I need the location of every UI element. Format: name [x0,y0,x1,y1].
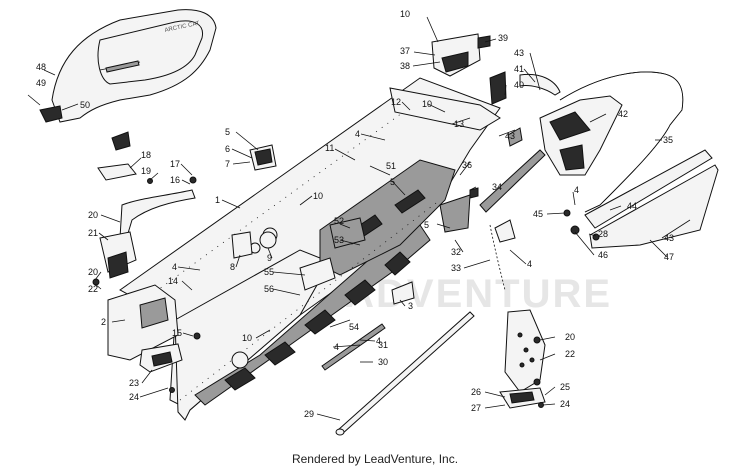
callout-43-mid: 43 [505,131,515,141]
part-9 [259,231,277,249]
callout-33: 33 [451,263,461,273]
part-41 [519,73,561,96]
part-55 [299,257,336,291]
callout-4-bottom: 4 [376,336,381,346]
callout-29: 29 [304,409,314,419]
callout-25: 25 [560,382,570,392]
callout-32: 32 [451,247,461,257]
callout-labels: 48 49 50 18 17 19 16 20 21 20 22 14 2 15… [36,9,674,419]
lower-parts [321,281,546,436]
callout-54: 54 [349,322,359,332]
callout-8: 8 [230,262,235,272]
leader-lines [27,16,691,421]
part-52 [329,217,366,249]
callout-45: 45 [533,209,543,219]
callout-9: 9 [267,253,272,263]
callout-21: 21 [88,228,98,238]
callout-12: 12 [391,97,401,107]
part-8 [231,231,253,259]
callout-1: 1 [215,195,220,205]
callout-28: 28 [598,229,608,239]
rear-parts [431,33,719,291]
callout-34: 34 [492,182,502,192]
seat-part: ARCTIC CAT [39,9,217,151]
callout-5-right: 5 [424,220,429,230]
callout-43-top: 43 [514,48,524,58]
callout-55: 55 [264,267,274,277]
callout-26: 26 [471,387,481,397]
callout-13: 13 [454,119,464,129]
callout-10-rear: 10 [400,9,410,19]
callout-7: 7 [225,159,230,169]
callout-49: 49 [36,78,46,88]
callout-27: 27 [471,403,481,413]
callout-30: 30 [378,357,388,367]
callout-3: 3 [408,301,413,311]
callout-19: 19 [141,166,151,176]
callout-2: 2 [101,317,106,327]
callout-23: 23 [129,378,139,388]
callout-22-right: 22 [565,349,575,359]
callout-4-top: 4 [355,129,360,139]
callout-10-upper: 10 [313,191,323,201]
callout-24-right: 24 [560,399,570,409]
callout-11: 11 [325,143,334,153]
part-18 [97,163,137,181]
callout-16: 16 [170,175,180,185]
left-side-parts [92,163,201,393]
callout-31: 31 [378,340,388,350]
callout-37: 37 [400,46,410,56]
callout-39: 39 [498,33,508,43]
callout-10-lower: 10 [242,333,252,343]
callout-14: 14 [168,276,178,286]
callout-43-right: 43 [664,233,674,243]
callout-20-right: 20 [565,332,575,342]
callout-5-top: 5 [225,127,230,137]
callout-46: 46 [598,250,608,260]
callout-42: 42 [618,109,628,119]
callout-24-left: 24 [129,392,139,402]
part-39 [477,35,491,49]
callout-52: 52 [334,216,344,226]
callout-41: 41 [514,64,524,74]
top-middle-parts [231,144,366,291]
callout-47: 47 [664,252,674,262]
callout-22-left: 22 [88,284,98,294]
callout-51: 51 [386,161,396,171]
callout-4-lower: 4 [334,342,339,352]
callout-17: 17 [170,159,180,169]
callout-6: 6 [225,144,230,154]
callout-53: 53 [334,235,344,245]
credit-footer: Rendered by LeadVenture, Inc. [291,452,459,466]
callout-4-right: 4 [527,259,532,269]
part-40 [489,71,507,105]
callout-44: 44 [627,201,637,211]
callout-48: 48 [36,62,46,72]
callout-18: 18 [141,150,151,160]
callout-38: 38 [400,61,410,71]
callout-5-mid: 5 [390,177,395,187]
callout-50: 50 [80,100,90,110]
callout-56: 56 [264,284,274,294]
callout-4-rear: 4 [574,185,579,195]
chassis-tunnel-part [119,77,501,421]
callout-10-right: 10 [422,99,432,109]
part-16 [119,189,196,241]
callout-36: 36 [462,160,472,170]
callout-15: 15 [172,328,182,338]
callout-20-upper: 20 [88,210,98,220]
callout-35: 35 [663,135,673,145]
callout-40: 40 [514,80,524,90]
callout-20-lower: 20 [88,267,98,277]
callout-4-left: 4 [172,262,177,272]
